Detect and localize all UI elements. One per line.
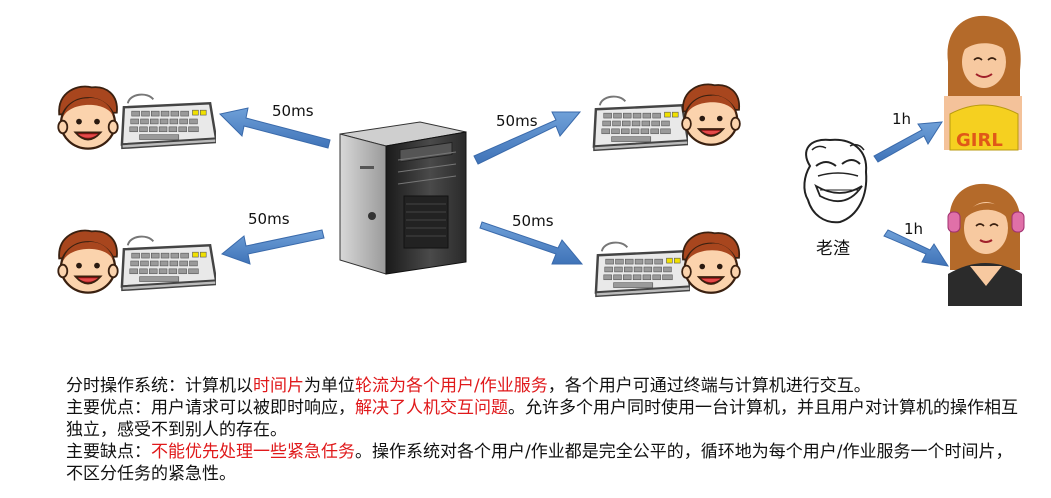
text-segment: 为单位 [304, 376, 355, 396]
keyboard-icon [120, 93, 216, 150]
highlight-segment: 轮流为各个用户/作业服务 [355, 376, 548, 396]
arrow-to-user-top-right [473, 111, 582, 165]
latency-label-bottom-right: 50ms [512, 212, 554, 230]
girl-top-icon: GIRL [944, 15, 1022, 151]
arrow-to-girl-top [873, 121, 943, 163]
troll-face-icon [803, 138, 868, 224]
description-line-disadvantage: 主要缺点：不能优先处理一些紧急任务。操作系统对各个用户/作业都是完全公平的，循环… [66, 441, 1026, 485]
latency-label-top-right: 50ms [496, 112, 538, 130]
duration-label-top: 1h [892, 110, 911, 128]
description-text: 分时操作系统：计算机以时间片为单位轮流为各个用户/作业服务，各个用户可通过终端与… [66, 375, 1026, 485]
duration-label-bottom: 1h [904, 220, 923, 238]
user-top-left [57, 85, 216, 150]
text-segment: 主要缺点： [66, 442, 151, 462]
description-line-definition: 分时操作系统：计算机以时间片为单位轮流为各个用户/作业服务，各个用户可通过终端与… [66, 375, 1026, 397]
smiling-user-icon [681, 231, 741, 294]
highlight-segment: 解决了人机交互问题 [355, 398, 508, 418]
text-segment: 。允许多个用户同时使用一台计算机，并且用户对计算机的操作相互独立，感受不到别人的… [66, 398, 1018, 440]
text-segment: 分时操作系统：计算机以 [66, 376, 253, 396]
user-bottom-left [57, 229, 216, 294]
highlight-segment: 不能优先处理一些紧急任务 [151, 442, 355, 462]
keyboard-icon [592, 95, 688, 152]
keyboard-icon [120, 235, 216, 292]
latency-label-bottom-left: 50ms [248, 210, 290, 228]
arrow-to-user-bottom-left [220, 229, 325, 265]
smiling-user-icon [57, 229, 119, 294]
arrow-to-user-top-left [218, 107, 331, 149]
description-line-advantage: 主要优点：用户请求可以被即时响应，解决了人机交互问题。允许多个用户同时使用一台计… [66, 397, 1026, 441]
text-segment: ，各个用户可通过终端与计算机进行交互。 [547, 376, 871, 396]
smiling-user-icon [57, 85, 119, 150]
arrow-to-user-bottom-right [479, 221, 584, 265]
text-segment: 。操作系统对各个用户/作业都是完全公平的，循环地为每个用户/作业服务一个时间片，… [66, 442, 1013, 484]
user-top-right [592, 83, 741, 152]
troll-label: 老渣 [816, 239, 850, 259]
highlight-segment: 时间片 [253, 376, 304, 396]
girl-bottom-icon [947, 183, 1025, 306]
user-bottom-right [594, 231, 741, 298]
arrow-to-girl-bottom [883, 229, 950, 267]
text-segment: 主要优点：用户请求可以被即时响应， [66, 398, 355, 418]
keyboard-icon [594, 241, 690, 298]
girl-shirt-text: GIRL [956, 130, 1003, 151]
smiling-user-icon [681, 83, 741, 146]
latency-label-top-left: 50ms [272, 102, 314, 120]
server-tower-icon [339, 121, 467, 275]
